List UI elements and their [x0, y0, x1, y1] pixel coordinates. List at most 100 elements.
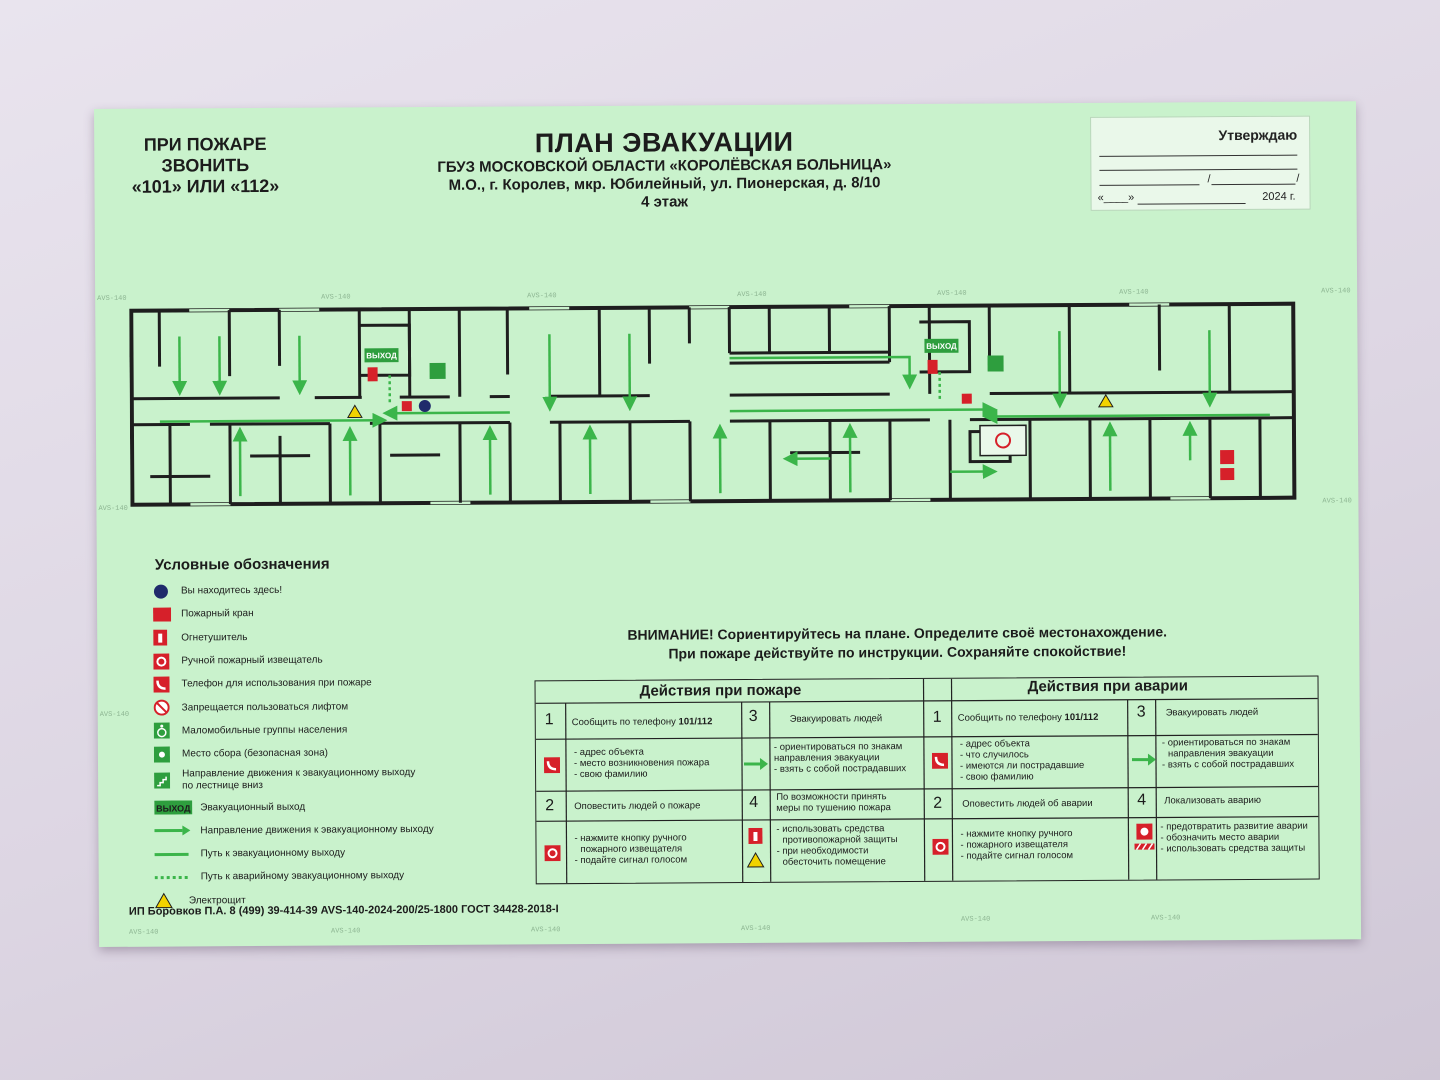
manual-alarm-icon: [544, 845, 561, 862]
manual-alarm-icon: [932, 838, 949, 855]
legend-label: Путь к эвакуационному выходу: [200, 847, 346, 860]
detail-line: - нажмите кнопку ручного: [574, 832, 687, 845]
emergency-step4-text: Локализовать аварию: [1164, 794, 1262, 807]
watermark: AVS-140: [99, 710, 130, 719]
outer-walls: [129, 301, 1297, 507]
arrow-right-icon: [1131, 753, 1156, 766]
step-number: 1: [932, 708, 942, 726]
detail-line: - использовать средства защиты: [1160, 842, 1306, 855]
fire-hydrant-icon: [1220, 468, 1235, 481]
fire-step2-text: Оповестить людей о пожаре: [574, 800, 701, 813]
detail-line: - ориентироваться по знакам: [773, 741, 903, 753]
evacuation-plan-board: ПРИ ПОЖАРЕ ЗВОНИТЬ «101» ИЛИ «112» ПЛАН …: [94, 101, 1362, 947]
detail-line: - свою фамилию: [960, 771, 1034, 783]
watermark: AVS-140: [98, 504, 128, 513]
attention-notice: ВНИМАНИЕ! Сориентируйтесь на плане. Опре…: [527, 622, 1267, 665]
manual-alarm-icon: [153, 653, 170, 670]
fire-hydrant-icon: [153, 607, 172, 622]
detail-line: противопожарной защиты: [782, 834, 898, 846]
legend-label: Вы находитесь здесь!: [180, 585, 283, 597]
watermark: AVS-140: [1150, 914, 1181, 923]
detail-line: - подайте сигнал голосом: [574, 854, 688, 867]
watermark: AVS-140: [1119, 288, 1149, 297]
title-block: ПЛАН ЭВАКУАЦИИ ГБУЗ МОСКОВСКОЙ ОБЛАСТИ «…: [344, 126, 985, 214]
detail-line: - ориентироваться по знакам: [1161, 736, 1291, 749]
exit-sign-west: ВЫХОД: [364, 348, 399, 363]
hazard-marker-icon: [1134, 823, 1155, 851]
fire-step3-details: - ориентироваться по знакам направления …: [774, 741, 906, 775]
legend-label: Огнетушитель: [181, 631, 248, 644]
legend-label: Телефон для использования при пожаре: [181, 677, 372, 690]
phone-number: 101/112: [1064, 711, 1099, 724]
legend-item: Пожарный кран: [153, 601, 473, 626]
step-number: 4: [749, 793, 759, 812]
detail-line: - нажмите кнопку ручного: [960, 828, 1073, 840]
detail-line: пожарного извещателя: [580, 843, 683, 856]
approval-slash: /: [1296, 172, 1300, 185]
exit-sign-east: ВЫХОД: [924, 338, 959, 353]
legend-label: Путь к аварийному эвакуационному выходу: [200, 870, 405, 883]
phone-icon: [543, 757, 561, 774]
exit-sign-label: ВЫХОД: [366, 351, 397, 360]
approval-line: [1099, 168, 1298, 171]
approval-year: 2024 г.: [1262, 190, 1296, 203]
arrow-right-icon: [154, 825, 191, 836]
fire-step3-text: Эвакуировать людей: [789, 713, 883, 725]
page-title: ПЛАН ЭВАКУАЦИИ: [534, 126, 794, 159]
approval-line: [1137, 202, 1246, 205]
no-elevator-icon: [995, 432, 1012, 449]
step-number: 3: [1136, 703, 1146, 721]
step-text: Сообщить по телефону: [957, 712, 1065, 724]
warning-triangle-icon: [746, 851, 765, 868]
legend-item: Электрощит: [155, 887, 475, 912]
legend-item: Ручной пожарный извещатель: [153, 648, 473, 673]
detail-line: направления эвакуации: [773, 752, 880, 764]
watermark: AVS-140: [1321, 287, 1351, 296]
legend-label: Направление движения к эвакуационному вы…: [200, 823, 434, 837]
assembly-point-icon: [153, 746, 170, 763]
legend-label: Запрещается пользоваться лифтом: [181, 701, 349, 714]
you-are-here-icon: [418, 399, 431, 412]
elevator-icon: [979, 424, 1027, 457]
step-number: 1: [544, 711, 554, 729]
watermark: AVS-140: [1322, 497, 1352, 506]
approval-slash: /: [1207, 173, 1211, 186]
detail-line: - при необходимости: [776, 845, 869, 857]
wheelchair-icon: [429, 362, 446, 379]
detail-line: - имеются ли пострадавшие: [959, 759, 1085, 772]
legend-item: Маломобильные группы населения: [153, 717, 474, 742]
watermark: AVS-140: [97, 294, 127, 303]
phone-icon: [931, 752, 949, 769]
detail-line: - место возникновения пожара: [573, 757, 710, 770]
watermark: AVS-140: [531, 926, 561, 935]
floor-plan: ВЫХОД ВЫХОД: [129, 301, 1297, 507]
step-number: 2: [545, 797, 555, 815]
call-line-3: «101» ИЛИ «112»: [131, 175, 280, 197]
exit-sign-label: ВЫХОД: [156, 803, 191, 813]
step-text-line: По возможности принять: [776, 791, 887, 803]
step-text: Сообщить по телефону: [571, 716, 679, 729]
legend-item: Путь к аварийному эвакуационному выходу: [154, 864, 475, 889]
watermark: AVS-140: [937, 289, 967, 298]
warning-triangle-icon: [155, 892, 173, 909]
phone-icon: [153, 676, 170, 693]
watermark: AVS-140: [960, 915, 991, 924]
fire-actions-header: Действия при пожаре: [639, 681, 802, 700]
legend-label: Эвакуационный выход: [200, 801, 306, 813]
legend-item: Направление движения к эвакуационному вы…: [154, 817, 474, 842]
no-elevator-icon: [153, 699, 170, 716]
extinguisher-icon: [153, 629, 168, 646]
detail-line: - что случилось: [959, 749, 1029, 761]
emergency-step1-details: - адрес объекта - что случилось - имеютс…: [959, 738, 1085, 783]
call-line-1: ПРИ ПОЖАРЕ: [143, 133, 267, 155]
approval-line: [1099, 154, 1298, 157]
wheelchair-icon: [153, 722, 170, 740]
fire-step4-details: - использовать средства противопожарной …: [776, 823, 897, 868]
extinguisher-icon: [748, 827, 763, 845]
evacuation-paths: [159, 330, 1270, 497]
detail-line: - использовать средства: [776, 823, 885, 835]
watermark: AVS-140: [129, 928, 159, 937]
watermark: AVS-140: [527, 292, 557, 301]
legend: Условные обозначения Вы находитесь здесь…: [153, 555, 475, 913]
detail-line: - предотвратить развитие аварии: [1160, 820, 1308, 833]
